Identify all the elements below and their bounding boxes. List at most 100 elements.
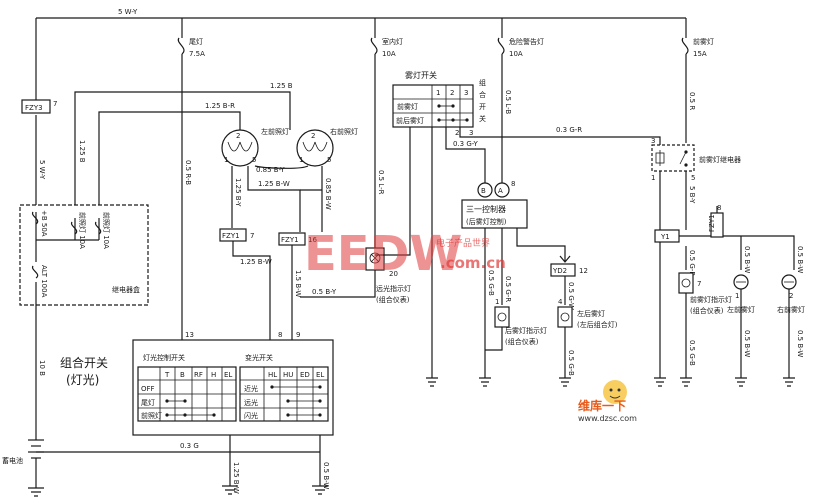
rear-fog-lamp-label: 左后雾灯 [577, 309, 605, 318]
connector-fzy1-c: FZY1 8 [708, 204, 724, 238]
power-bus: 5 W-Y 5 W-Y 10 B [35, 8, 686, 440]
logo-url: www.dzsc.com [578, 414, 637, 423]
wire-label-05bw-r2: 0.5 B-W [796, 246, 804, 273]
fog-side-3: 开 [479, 103, 486, 111]
fuse-front-fog: 前雾灯 15A 0.5 R [681, 18, 714, 143]
fog-row-front: 前雾灯 [397, 102, 418, 111]
fog-pin-2: 2 [455, 129, 459, 137]
wire-label-125by: 1.25 B-Y [234, 178, 242, 207]
front-fog-ind-pin: 7 [697, 280, 701, 288]
logo-main: 维库一下 [578, 398, 626, 413]
light-col-h: H [211, 371, 216, 379]
headlamp-right-pin-top: 2 [311, 132, 315, 140]
fog-switch-wires: 0.3 G-R 0.3 G-Y [375, 126, 661, 378]
fuse-dome-rating: 10A [382, 50, 396, 58]
fuse-hazard: 危险警告灯 10A 0.5 L-B [497, 18, 544, 183]
dim-row-low: 近光 [244, 384, 258, 393]
relay-pin-5: 5 [691, 174, 695, 182]
fog-col-3: 3 [464, 89, 468, 97]
wire-label-05gr: 0.5 G-R [504, 276, 512, 302]
fuse-alt-100a: ALT 100A [40, 265, 48, 298]
fuse-front-fog-name: 前雾灯 [693, 37, 714, 46]
headlamp-left-pin-5: 5 [252, 156, 256, 164]
headlamp-right-label: 右前照灯 [330, 127, 358, 136]
wire-label-05bw-r1: 0.5 B-W [743, 246, 751, 273]
combo-switch: 组合开关 (灯光) 13 8 9 灯光控制开关 T B RF H EL OFF … [60, 331, 334, 436]
light-switch-title: 灯光控制开关 [143, 353, 185, 362]
left-front-fog-lamp: 1 左前雾灯 0.5 B-W 0.5 B-W [727, 246, 755, 378]
headlamp-ground-wires: 0.85 B-Y 1.25 B-W 1.25 B-Y 0.85 B-W [231, 165, 332, 232]
wire-label-05rb-tail: 0.5 R-B [184, 160, 192, 185]
connector-fzy3-label: FZY3 [25, 104, 43, 112]
front-fog-relay: 3 5 1 前雾灯继电器 5 B-Y [651, 137, 741, 378]
wire-label-05gw: 0.5 G-W [567, 282, 575, 310]
wire-label-top-bus: 5 W-Y [118, 8, 138, 16]
connector-fzy1-b: FZY1 16 1.5 B-W [278, 232, 317, 340]
wire-label-03g: 0.3 G [180, 442, 199, 450]
wire-label-05by: 0.5 B-Y [312, 288, 337, 296]
fuse-tail-rating: 7.5A [189, 50, 205, 58]
dim-col-hl: HL [268, 371, 277, 379]
connector-fzy3: FZY3 7 [21, 99, 57, 114]
wire-label-125br: 1.25 B-R [205, 102, 235, 110]
dim-col-el: EL [316, 371, 324, 379]
light-col-t: T [164, 371, 170, 379]
fuse-tail-name: 尾灯 [189, 37, 203, 46]
fuse-dome-name: 室内灯 [382, 37, 403, 46]
rear-fog-lamp-pin: 4 [558, 298, 563, 306]
wire-label-03gy: 0.3 G-Y [453, 140, 478, 148]
wire-label-10b: 10 B [38, 360, 46, 376]
battery: 蓄电池 [2, 439, 44, 497]
fuse-front-fog-rating: 15A [693, 50, 707, 58]
dim-row-flash: 闪光 [244, 411, 258, 420]
connector-y1-label: Y1 [660, 233, 670, 241]
connector-yd2-label: YD2 [552, 267, 567, 275]
fog-switch-title: 雾灯开关 [405, 70, 437, 80]
dzsc-logo: 维库一下 www.dzsc.com [578, 380, 637, 423]
eedw-watermark: EEDW 电子产品世界 .com.cn [304, 226, 506, 282]
fuse-headlamp-a: 前照灯 10A [78, 212, 87, 249]
relay-pin-3: 3 [651, 137, 655, 145]
rear-fog-lamp: 4 左后雾灯 (左后组合灯) 0.5 G-B [557, 298, 618, 378]
wire-label-125bw-bottom: 1.25 B-W [232, 462, 240, 494]
fuse-headlamp-b: 前照灯 10A [102, 212, 111, 249]
wire-label-05bw-fr2: 0.5 B-W [796, 330, 804, 357]
wire-label-15bw: 1.5 B-W [294, 270, 302, 297]
high-beam-sub: (组合仪表) [376, 295, 410, 304]
right-fog-pin: 2 [789, 292, 793, 300]
fuse-relay-box: +B 50A ALT 100A 前照灯 10A 前照灯 10A 继电器盒 [19, 204, 149, 306]
wire-label-125b-top: 1.25 B [270, 82, 293, 90]
fog-col-2: 2 [450, 89, 454, 97]
fog-side-1: 组 [479, 78, 486, 87]
headlamp-left-pin-top: 2 [236, 132, 240, 140]
connector-fzy1-a-pin: 7 [250, 232, 254, 240]
rear-fog-controller: B A 8 三一控制器 (后雾灯控制) 0.5 G-B 0.5 G-R [461, 180, 571, 378]
wire-label-085by: 0.85 B-Y [256, 166, 285, 174]
fog-col-1: 1 [436, 89, 440, 97]
wire-label-05gb2: 0.5 G-B [567, 350, 575, 376]
high-beam-indicator: 20 远光指示灯 (组合仪表) 0.5 B-Y [300, 247, 411, 304]
front-fog-ind-label: 前雾灯指示灯 [690, 295, 732, 304]
wire-label-05bw-fr: 0.5 B-W [743, 330, 751, 357]
controller-line1: 三一控制器 [466, 204, 506, 214]
wire-label-125bw: 1.25 B-W [258, 180, 290, 188]
rear-fog-ind-pin: 1 [495, 298, 499, 306]
relay-pin-1: 1 [651, 174, 655, 182]
controller-line2: (后雾灯控制) [466, 217, 507, 226]
dim-row-high: 远光 [244, 398, 258, 407]
combo-pin-13: 13 [185, 331, 194, 339]
front-fog-ind-sub: (组合仪表) [690, 306, 724, 315]
headlamp-right: 2 1 5 右前照灯 [296, 127, 358, 167]
controller-pin-b: B [481, 187, 486, 195]
wire-label-5wy-left: 5 W-Y [38, 160, 46, 180]
combo-pin-9: 9 [296, 331, 300, 339]
controller-pin-a: A [498, 187, 503, 195]
connector-fzy1-c-pin: 8 [717, 204, 721, 212]
light-col-el: EL [224, 371, 232, 379]
fog-switch: 雾灯开关 1 2 3 前雾灯 前后雾灯 组 合 开 关 2 3 [392, 70, 486, 137]
rear-fog-indicator: 1 后雾灯指示灯 (组合仪表) [485, 298, 547, 351]
controller-top-pin: 8 [511, 180, 515, 188]
headlamp-right-pin-5: 5 [327, 156, 331, 164]
headlamp-left: 2 1 5 左前照灯 [221, 127, 289, 167]
